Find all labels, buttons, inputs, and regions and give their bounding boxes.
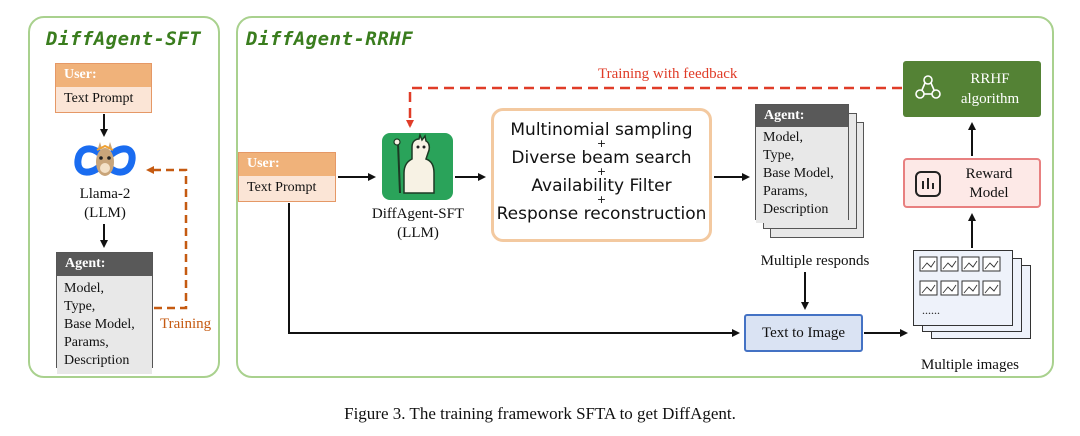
sft-user-header: User:: [56, 64, 151, 87]
sampling-methods-box: Multinomial sampling + Diverse beam sear…: [491, 108, 712, 242]
figure-caption: Figure 3. The training framework SFTA to…: [344, 404, 736, 423]
rrhf-agent-fields: Model, Type, Base Model, Params, Descrip…: [756, 127, 848, 223]
feedback-loop-arrow: [406, 86, 902, 128]
text-to-image-box: Text to Image: [744, 314, 863, 352]
rrhf-algorithm-line1: RRHF: [970, 71, 1010, 87]
rrhf-agent-field: Type,: [763, 148, 795, 163]
multiple-images-label: Multiple images: [921, 357, 1019, 373]
rrhf-agent-field: Params,: [763, 184, 808, 199]
method-multinomial: Multinomial sampling: [510, 120, 693, 140]
plus-sign: +: [596, 137, 607, 150]
sft-agent-field: Description: [64, 353, 130, 368]
sft-agent-header: Agent:: [57, 253, 152, 276]
rrhf-algorithm-box: RRHF algorithm: [903, 61, 1041, 117]
rrhf-agent-field: Model,: [763, 130, 804, 145]
sft-user-box: User: Text Prompt: [55, 63, 152, 113]
llama-2-icon: [74, 142, 136, 176]
bar-chart-icon: [915, 171, 941, 197]
sft-agent-field: Model,: [64, 281, 105, 296]
rrhf-model-name: DiffAgent-SFT: [371, 206, 465, 222]
sft-llm-type: (LLM): [84, 205, 126, 221]
sft-agent-field: Type,: [64, 299, 96, 314]
sft-agent-field: Params,: [64, 335, 109, 350]
sft-llm-name: Llama-2: [79, 186, 131, 202]
feedback-label: Training with feedback: [598, 66, 738, 82]
rrhf-algorithm-line2: algorithm: [960, 91, 1020, 107]
reward-model-line2: Model: [969, 185, 1009, 201]
rrhf-model-type: (LLM): [397, 225, 439, 241]
rrhf-user-prompt: Text Prompt: [239, 176, 335, 201]
sft-agent-field: Base Model,: [64, 317, 135, 332]
sft-training-label: Training: [160, 316, 212, 332]
images-ellipsis: ......: [922, 303, 940, 317]
method-diverse-beam: Diverse beam search: [511, 148, 692, 168]
rrhf-user-header: User:: [239, 153, 335, 176]
reward-model-box: Reward Model: [903, 158, 1041, 208]
method-availability: Availability Filter: [531, 176, 672, 196]
sft-agent-fields: Model, Type, Base Model, Params, Descrip…: [57, 276, 152, 374]
method-reconstruction: Response reconstruction: [496, 204, 707, 224]
thumbnail-images-icon: [919, 256, 1001, 296]
rrhf-panel-title: DiffAgent-RRHF: [246, 28, 414, 50]
rrhf-user-box: User: Text Prompt: [238, 152, 336, 202]
diffagent-alpaca-icon: [382, 133, 453, 200]
sft-user-prompt: Text Prompt: [56, 87, 151, 112]
rrhf-agent-box: Agent: Model, Type, Base Model, Params, …: [755, 104, 849, 223]
image-grid: ......: [913, 250, 1013, 326]
network-icon: [915, 75, 941, 99]
training-loop-arrow: [146, 166, 188, 310]
reward-model-line1: Reward: [965, 166, 1013, 182]
rrhf-agent-header: Agent:: [756, 105, 848, 127]
rrhf-agent-field: Base Model,: [763, 166, 834, 181]
arrow-prompt-to-t2i: [288, 203, 740, 337]
plus-sign: +: [596, 165, 607, 178]
sft-agent-box: Agent: Model, Type, Base Model, Params, …: [56, 252, 153, 374]
plus-sign: +: [596, 193, 607, 206]
multiple-responds-label: Multiple responds: [760, 253, 870, 269]
text-to-image-label: Text to Image: [761, 325, 846, 341]
rrhf-agent-field: Description: [763, 202, 829, 217]
sft-panel-title: DiffAgent-SFT: [46, 28, 202, 50]
